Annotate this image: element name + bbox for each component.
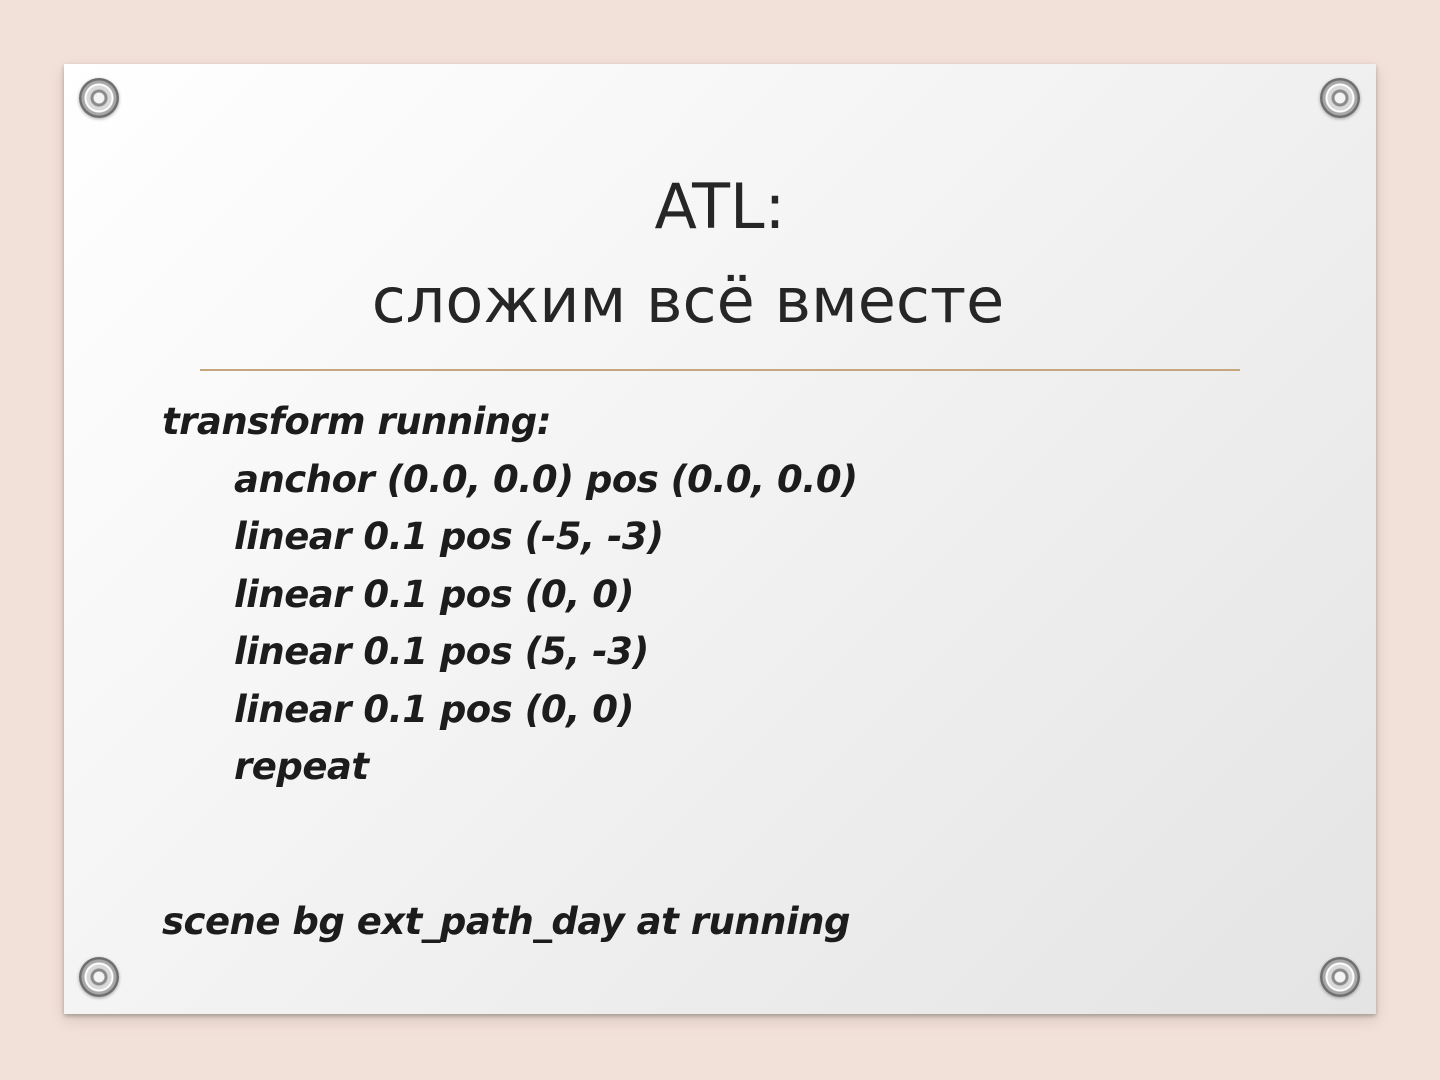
slide-card (64, 64, 1376, 1014)
code-block: transform running: anchor (0.0, 0.0) pos… (162, 393, 858, 796)
slide-subtitle: сложим всё вместе (371, 264, 1005, 337)
slide-title: ATL: (654, 170, 786, 243)
scene-statement: scene bg ext_path_day at running (162, 900, 850, 943)
grommet-icon-top-left (79, 78, 119, 118)
grommet-icon-top-right (1320, 78, 1360, 118)
code-line: linear 0.1 pos (0, 0) (234, 687, 634, 731)
code-line: linear 0.1 pos (0, 0) (234, 572, 634, 616)
grommet-icon-bottom-left (79, 957, 119, 997)
grommet-icon-bottom-right (1320, 957, 1360, 997)
code-line: linear 0.1 pos (5, -3) (234, 630, 649, 673)
code-line: repeat (234, 745, 369, 788)
code-line: linear 0.1 pos (-5, -3) (234, 515, 664, 558)
code-line: transform running: (162, 400, 552, 443)
code-line: anchor (0.0, 0.0) pos (0.0, 0.0) (234, 457, 858, 501)
title-divider (200, 369, 1240, 371)
